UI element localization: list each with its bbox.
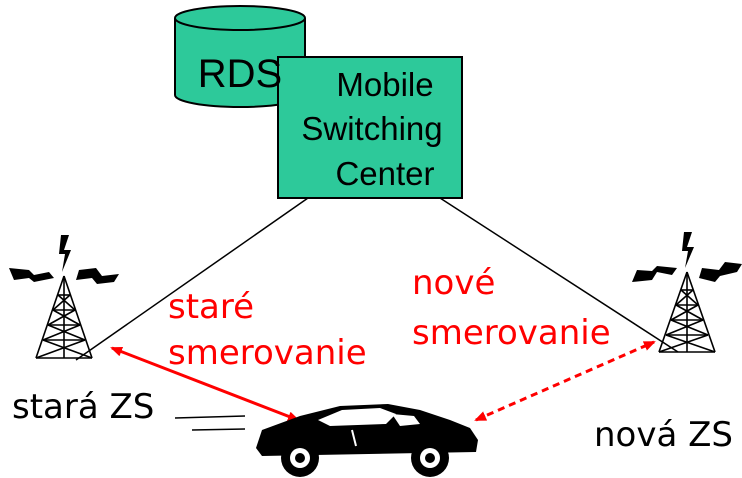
new-route-label-line-2: smerovanie (412, 313, 611, 353)
old-route-arrow (110, 346, 300, 422)
radio-tower-icon (9, 235, 119, 359)
old-station-label: stará ZS (12, 387, 154, 427)
msc-to-new-station-line (439, 197, 679, 353)
speed-line (191, 428, 246, 431)
msc-label-line-1: Mobile (336, 66, 433, 103)
new-route-arrow (474, 340, 656, 422)
rds-label: RDS (198, 52, 282, 96)
new-station-label: nová ZS (594, 415, 733, 455)
speed-line (174, 415, 246, 419)
old-route-label-line-2: smerovanie (168, 333, 367, 373)
msc-to-old-station-line (75, 197, 309, 361)
msc-box (277, 56, 463, 199)
new-route-label-line-1: nové (412, 263, 495, 303)
old-route-label-line-1: staré (168, 287, 254, 327)
car-icon (256, 404, 478, 477)
radio-tower-icon (632, 232, 742, 353)
msc-label-line-2: Switching (301, 110, 442, 147)
msc-label-line-3: Center (335, 155, 434, 192)
